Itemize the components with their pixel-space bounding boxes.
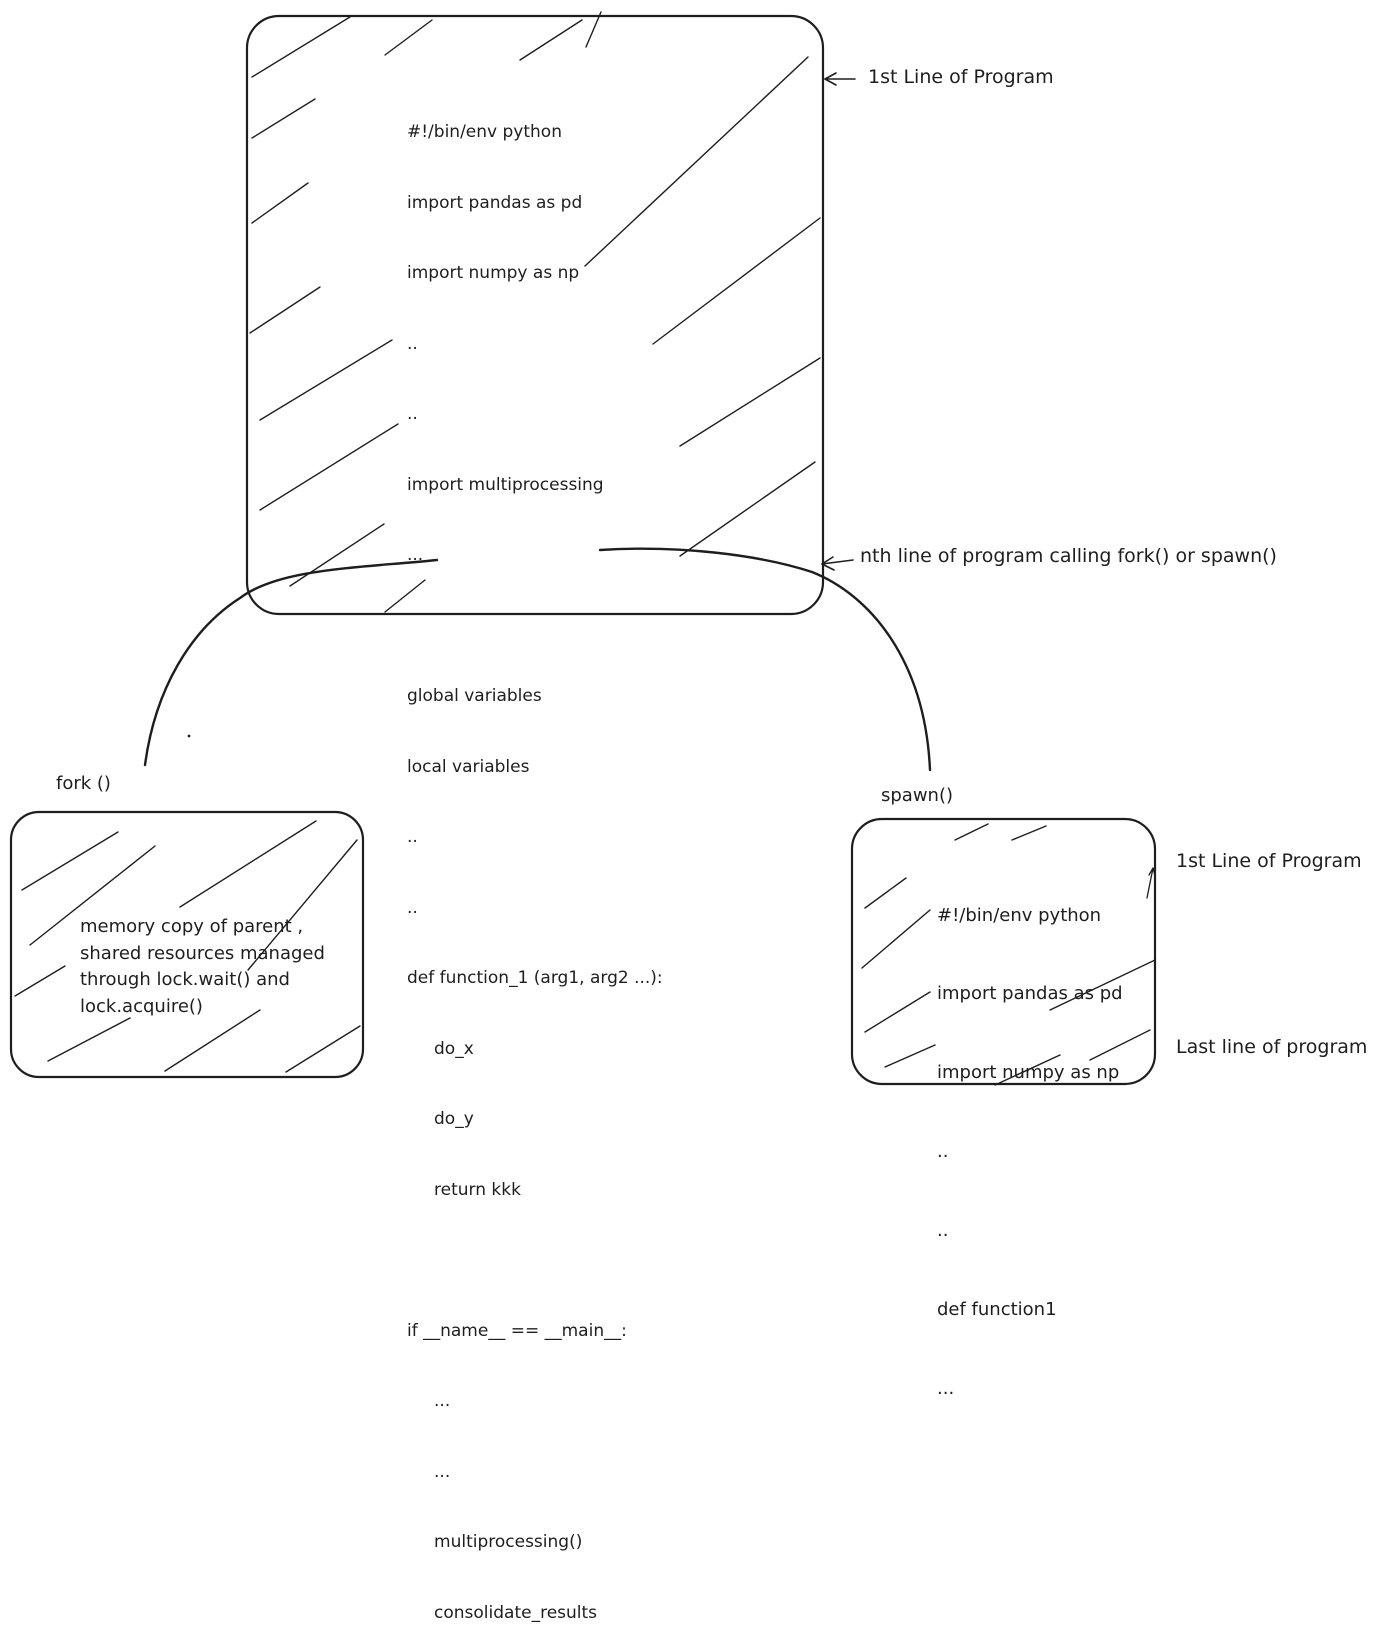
spawn-label: spawn() bbox=[881, 785, 954, 806]
main-program-hatching bbox=[249, 11, 821, 613]
code-line: ... bbox=[407, 1461, 451, 1482]
code-line: ... bbox=[407, 545, 424, 565]
code-line: .. bbox=[407, 404, 418, 424]
code-line: consolidate_results bbox=[407, 1602, 598, 1623]
code-line: do_y bbox=[407, 1109, 474, 1129]
fork-hatching bbox=[14, 820, 361, 1073]
nth-line-annotation: nth line of program calling fork() or sp… bbox=[860, 545, 1277, 567]
spawn-code: #!/bin/env python import pandas as pd im… bbox=[937, 850, 1123, 1429]
code-line: def function_1 (arg1, arg2 ...): bbox=[407, 968, 663, 988]
code-line: #!/bin/env python bbox=[407, 122, 562, 142]
spawn-hatching bbox=[861, 823, 1156, 1086]
code-line: import numpy as np bbox=[937, 1062, 1120, 1084]
spawn-first-line-annotation: 1st Line of Program bbox=[1176, 850, 1362, 872]
fork-frame bbox=[9, 810, 365, 1079]
fork-label: fork () bbox=[56, 773, 111, 794]
code-line: #!/bin/env python bbox=[937, 904, 1102, 926]
code-line: global variables bbox=[407, 686, 542, 706]
main-program-frame bbox=[245, 14, 825, 616]
code-line: import multiprocessing bbox=[407, 474, 604, 495]
code-line: do_x bbox=[407, 1038, 474, 1059]
code-line: .. bbox=[407, 897, 418, 918]
spawn-connector bbox=[598, 547, 932, 772]
first-line-arrow bbox=[824, 72, 856, 86]
code-line: ... bbox=[407, 1391, 451, 1411]
main-program-box bbox=[245, 11, 825, 616]
fork-note: memory copy of parent , shared resources… bbox=[80, 916, 325, 1017]
spawn-frame bbox=[850, 817, 1157, 1086]
code-line: ​ bbox=[407, 1249, 663, 1273]
fork-box bbox=[9, 810, 365, 1079]
code-line: .. bbox=[407, 827, 418, 847]
nth-line-arrow bbox=[821, 556, 854, 571]
spawn-last-line-annotation: Last line of program bbox=[1176, 1036, 1368, 1058]
code-line: .. bbox=[937, 1220, 949, 1242]
code-line: .. bbox=[407, 333, 418, 354]
code-line: .. bbox=[937, 1141, 949, 1163]
stray-dot bbox=[187, 734, 191, 738]
spawn-first-line-arrow bbox=[1146, 867, 1156, 899]
spawn-box bbox=[850, 817, 1157, 1086]
main-program-code: #!/bin/env python import pandas as pd im… bbox=[407, 74, 663, 1649]
code-line: ​ bbox=[407, 615, 663, 639]
code-line: multiprocessing() bbox=[407, 1532, 583, 1552]
first-line-annotation: 1st Line of Program bbox=[868, 66, 1054, 88]
code-line: import pandas as pd bbox=[407, 192, 583, 213]
fork-connector bbox=[143, 558, 439, 767]
code-line: if __name__ == __main__: bbox=[407, 1320, 627, 1341]
code-line: return kkk bbox=[407, 1179, 521, 1200]
code-line: local variables bbox=[407, 756, 530, 777]
code-line: import numpy as np bbox=[407, 263, 580, 283]
code-line: def function1 bbox=[937, 1299, 1057, 1321]
code-line: ... bbox=[937, 1377, 955, 1399]
diagram-canvas bbox=[9, 11, 1157, 1086]
code-line: import pandas as pd bbox=[937, 983, 1123, 1005]
